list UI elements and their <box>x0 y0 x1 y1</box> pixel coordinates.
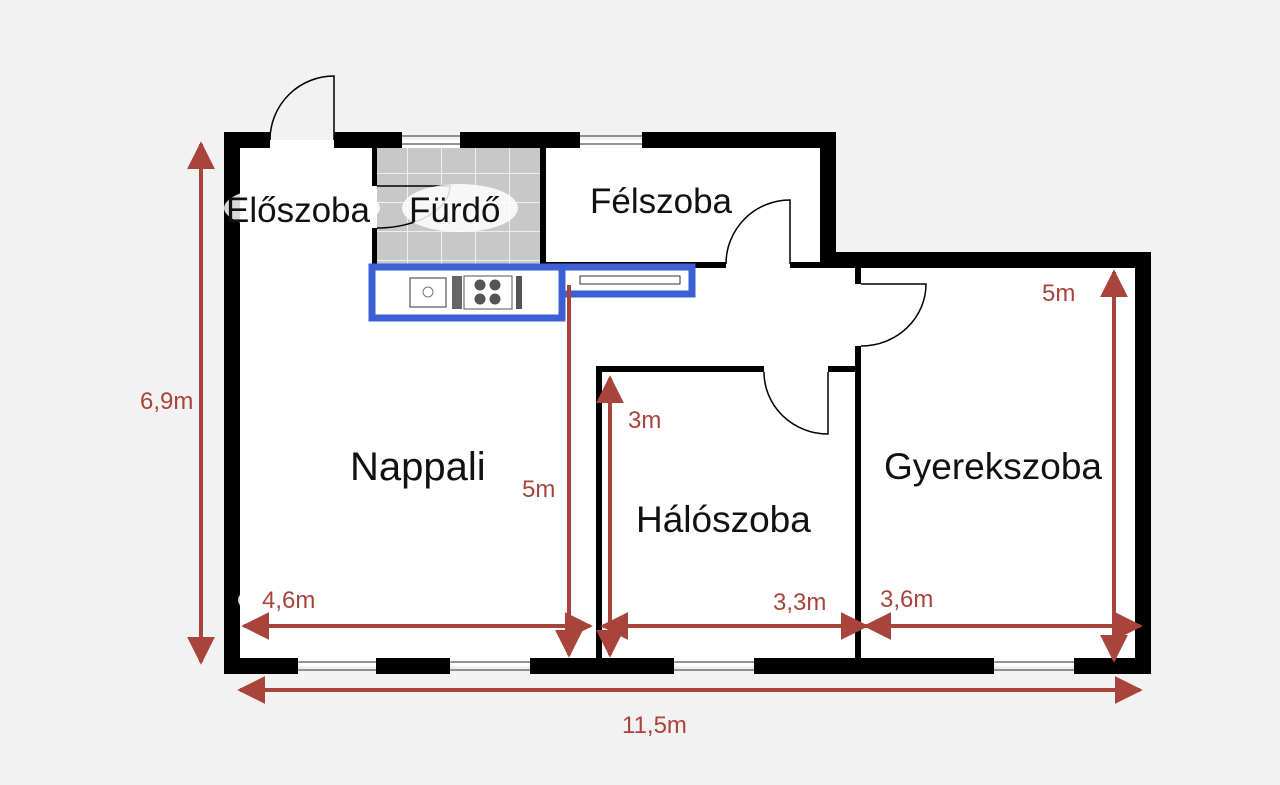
sink-icon <box>409 277 447 308</box>
room-label-eloszoba: Előszoba <box>226 191 371 230</box>
exterior-walls <box>224 132 1151 674</box>
dim-label-nappali-width: 4,6m <box>262 587 315 614</box>
room-labels: Előszoba Fürdő Félszoba Nappali Hálószob… <box>226 182 1102 540</box>
room-label-furdo: Fürdő <box>409 191 500 230</box>
dim-label-nappali-depth: 5m <box>522 476 555 503</box>
kitchen-counter <box>368 263 696 322</box>
dim-label-gyerekszoba-width: 3,6m <box>880 586 933 613</box>
haloszoba-door <box>763 371 829 435</box>
dim-label-gyerekszoba-depth: 5m <box>1042 280 1075 307</box>
felszoba-door <box>725 199 791 265</box>
dim-label-haloszoba-depth: 3m <box>628 407 661 434</box>
room-label-nappali: Nappali <box>350 445 486 489</box>
stove-icon <box>463 275 513 310</box>
dimension-labels: 6,9m 11,5m 4,6m 5m 3,3m 3m 3,6m 5m <box>140 280 1075 739</box>
dimension-lines <box>187 141 1143 704</box>
dim-label-total-height: 6,9m <box>140 388 193 415</box>
room-label-gyerekszoba: Gyerekszoba <box>884 446 1102 487</box>
entrance-door <box>269 75 335 141</box>
room-label-haloszoba: Hálószoba <box>636 499 811 540</box>
room-label-felszoba: Félszoba <box>590 182 733 221</box>
dim-label-haloszoba-width: 3,3m <box>773 589 826 616</box>
windows <box>298 135 1074 671</box>
label-highlights <box>224 184 1100 620</box>
gyerekszoba-door <box>860 283 927 347</box>
dim-label-total-width: 11,5m <box>622 712 687 739</box>
